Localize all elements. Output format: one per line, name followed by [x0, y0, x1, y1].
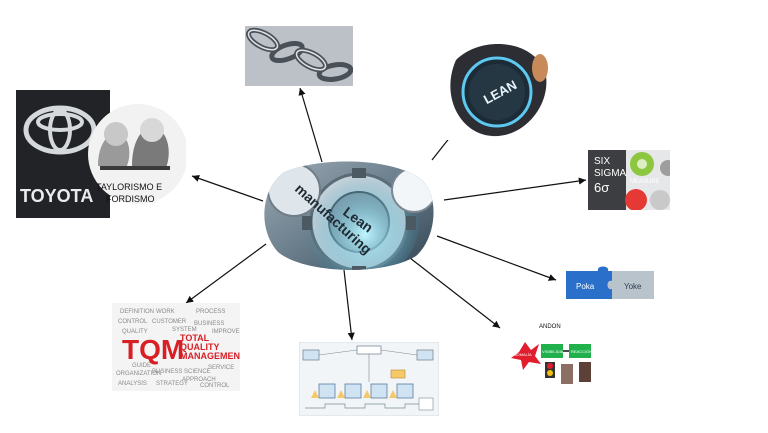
- toyota-taylor-ford-image: TOYOTA TAYLORISMO E FORDISMO: [16, 90, 186, 218]
- tqm-word: PROCESS: [196, 309, 225, 315]
- tqm-word: QUALITY: [122, 329, 148, 335]
- tqm-word: WORK: [156, 309, 175, 315]
- tqm-word: SCIENCE: [184, 369, 211, 375]
- lean-button-image: LEAN: [442, 40, 548, 140]
- poka-yoke-image: Poka Yoke: [562, 265, 658, 305]
- tqm-word: ORGANIZATION: [116, 371, 161, 377]
- arrow-to-six-sigma: [443, 177, 587, 201]
- toyota-caption2: FORDISMO: [106, 194, 155, 204]
- six-sigma-image: SIX SIGMA 6σ MEASURE: [588, 150, 670, 210]
- tqm-word: SYSTEM: [172, 327, 197, 333]
- six-sigma-measure: MEASURE: [630, 179, 660, 185]
- value-stream-map-image: [299, 342, 439, 416]
- poka-label: Poka: [576, 282, 595, 291]
- arrow-to-andon: [409, 257, 501, 329]
- andon-box2: VISIBILIDAD: [542, 349, 565, 354]
- andon-box1: ANOMALÍA: [511, 352, 532, 357]
- arrow-to-poka-yoke: [436, 235, 557, 281]
- tqm-word: CUSTOMER: [152, 319, 187, 325]
- tqm-word: STRATEGY: [156, 381, 188, 387]
- andon-image: ANDON ANOMALÍA VISIBILIDAD REACCIÓN: [505, 320, 597, 388]
- tqm-word: GUIDE: [132, 363, 151, 369]
- six-sigma-line3: 6σ: [594, 180, 609, 195]
- six-sigma-line2: SIGMA: [594, 168, 627, 179]
- toyota-brand: TOYOTA: [20, 186, 93, 206]
- tqm-line2: QUALITY: [180, 342, 220, 352]
- arrow-to-toyota: [191, 174, 264, 202]
- tqm-word: BUSINESS: [152, 369, 182, 375]
- tqm-word: CONTROL: [200, 383, 230, 389]
- tqm-word: IMPROVEMENT: [212, 329, 240, 335]
- chain-image: [245, 26, 353, 86]
- tqm-word: DEFINITION: [120, 309, 154, 315]
- six-sigma-line1: SIX: [594, 156, 610, 167]
- arrow-to-tqm: [185, 243, 267, 304]
- arrow-to-vsm: [343, 269, 355, 341]
- tqm-line1: TOTAL: [180, 333, 210, 343]
- tqm-line3: MANAGEMENT: [180, 351, 240, 361]
- andon-title: ANDON: [539, 324, 561, 330]
- tqm-word: CONTROL: [118, 319, 148, 325]
- tqm-big-text: TQM: [122, 334, 184, 365]
- tqm-word: SERVICE: [208, 365, 234, 371]
- tqm-word: ANALYSIS: [118, 381, 147, 387]
- lean-manufacturing-center-image: Lean manufacturing: [264, 161, 434, 270]
- andon-box3: REACCIÓN: [571, 349, 592, 354]
- toyota-caption1: TAYLORISMO E: [96, 182, 162, 192]
- tqm-word: APPROACH: [182, 377, 216, 383]
- yoke-label: Yoke: [624, 282, 642, 291]
- tqm-word: BUSINESS: [194, 321, 224, 327]
- arrow-to-chain: [298, 87, 323, 163]
